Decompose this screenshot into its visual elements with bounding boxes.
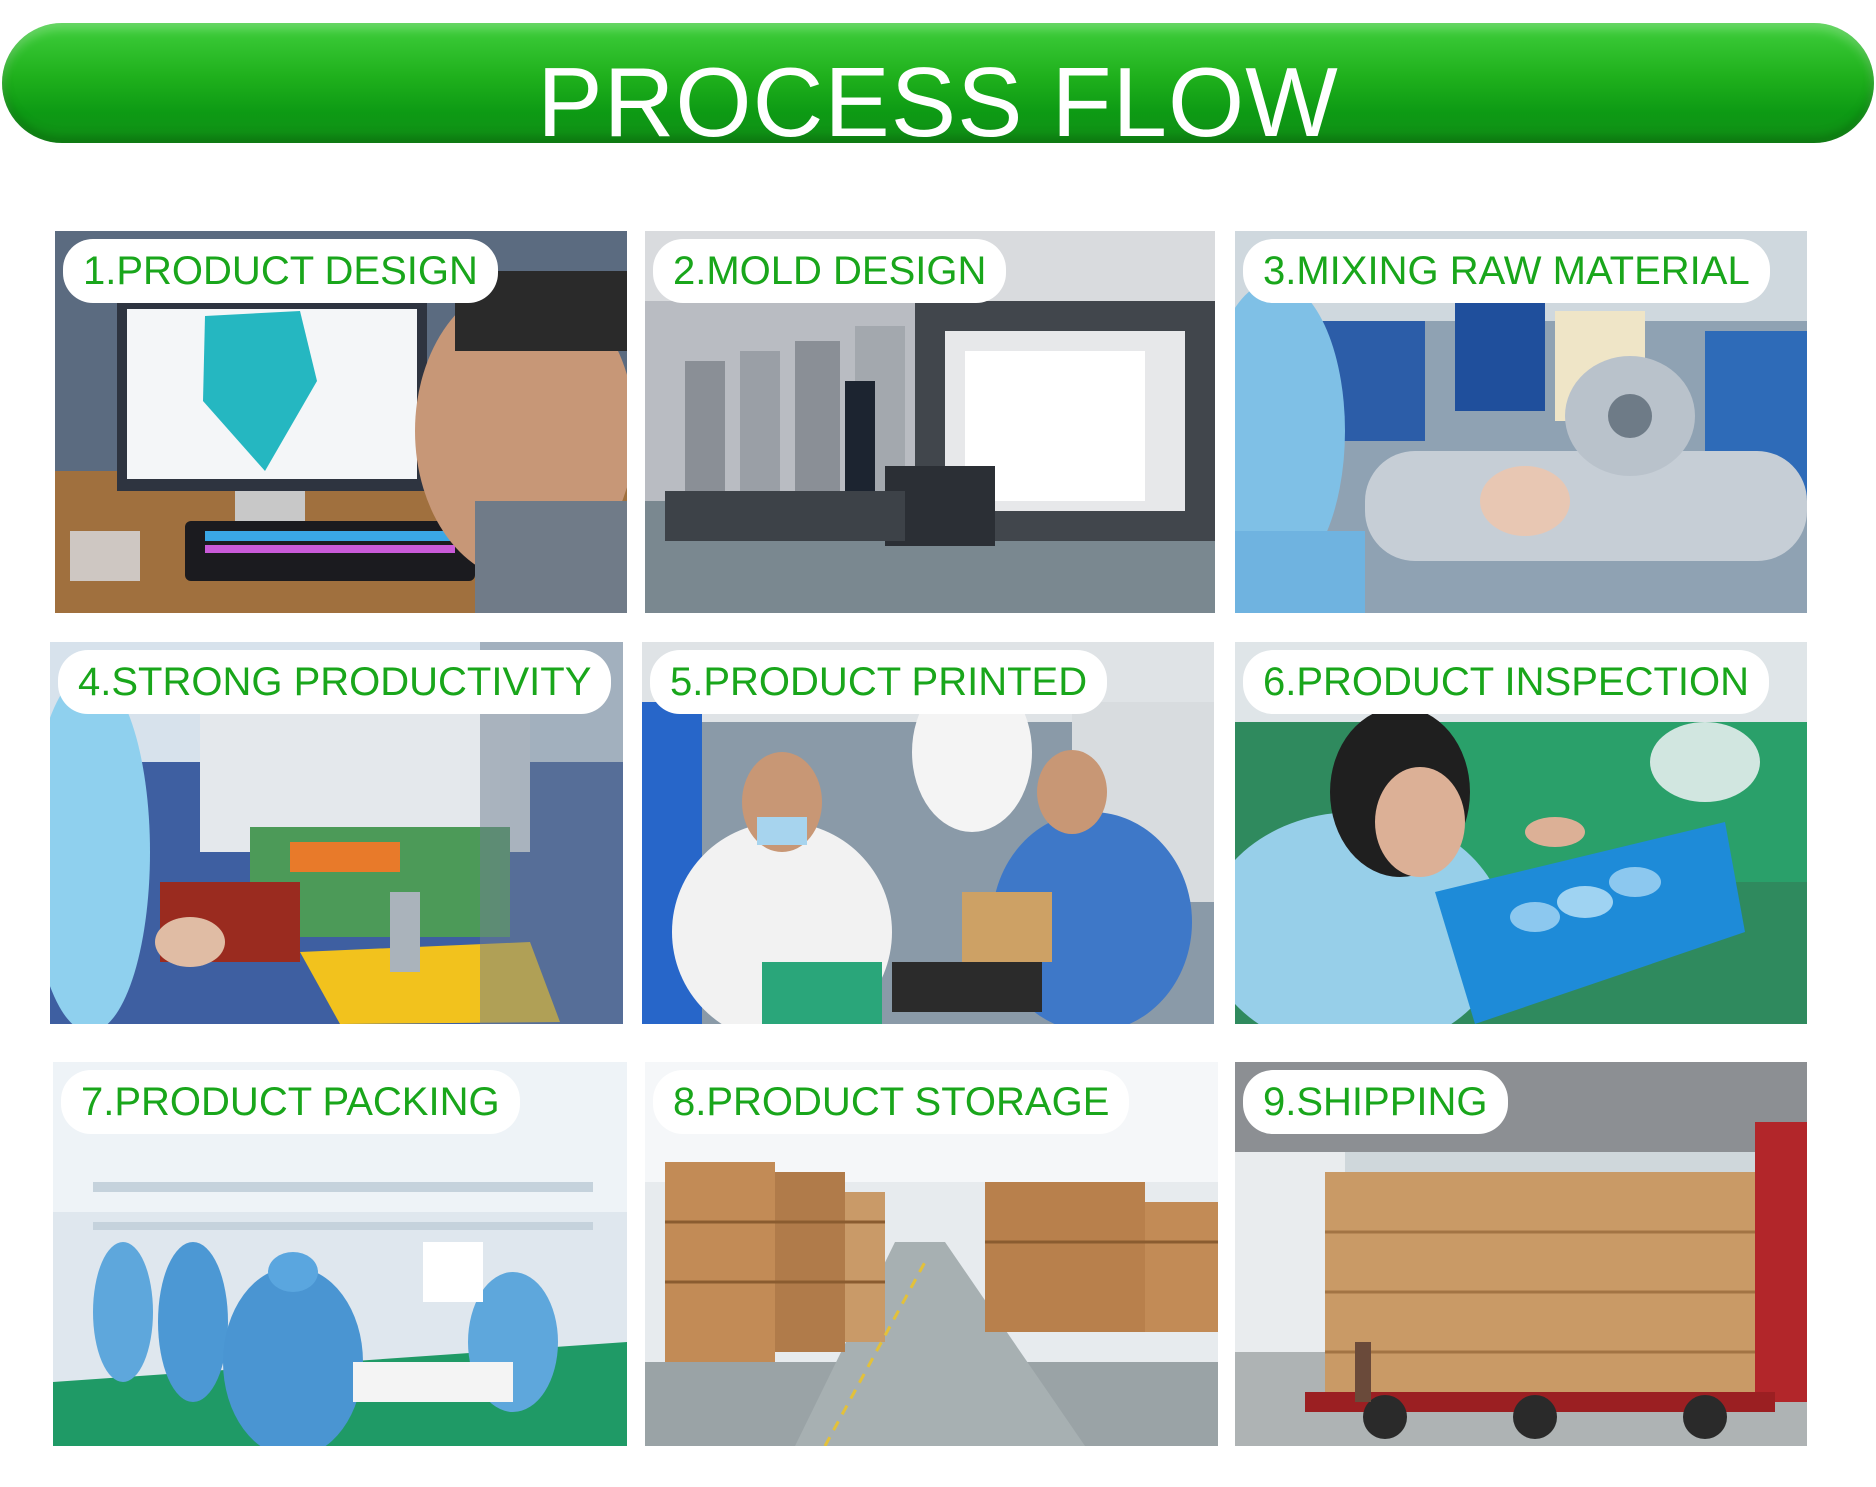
step-label: 8.PRODUCT STORAGE bbox=[653, 1070, 1130, 1134]
step-label: 5.PRODUCT PRINTED bbox=[650, 650, 1108, 714]
step-tile-strong-productivity: 4.STRONG PRODUCTIVITY bbox=[50, 642, 623, 1024]
step-tile-mixing-raw-material: 3.MIXING RAW MATERIAL bbox=[1235, 231, 1807, 613]
step-label: 7.PRODUCT PACKING bbox=[61, 1070, 520, 1134]
step-label: 1.PRODUCT DESIGN bbox=[63, 239, 498, 303]
step-tile-product-printed: 5.PRODUCT PRINTED bbox=[642, 642, 1214, 1024]
banner-title: PROCESS FLOW bbox=[537, 47, 1339, 157]
step-tile-product-storage: 8.PRODUCT STORAGE bbox=[645, 1062, 1218, 1446]
step-tile-product-inspection: 6.PRODUCT INSPECTION bbox=[1235, 642, 1807, 1024]
step-tile-product-packing: 7.PRODUCT PACKING bbox=[53, 1062, 627, 1446]
step-label: 4.STRONG PRODUCTIVITY bbox=[58, 650, 612, 714]
truck-loading-scene bbox=[1235, 1062, 1807, 1446]
process-flow-banner: PROCESS FLOW bbox=[2, 23, 1874, 151]
step-label: 6.PRODUCT INSPECTION bbox=[1243, 650, 1769, 714]
step-label: 2.MOLD DESIGN bbox=[653, 239, 1007, 303]
step-label: 3.MIXING RAW MATERIAL bbox=[1243, 239, 1770, 303]
step-tile-shipping: 9.SHIPPING bbox=[1235, 1062, 1807, 1446]
step-label: 9.SHIPPING bbox=[1243, 1070, 1508, 1134]
step-tile-mold-design: 2.MOLD DESIGN bbox=[645, 231, 1215, 613]
step-tile-product-design: 1.PRODUCT DESIGN bbox=[55, 231, 627, 613]
